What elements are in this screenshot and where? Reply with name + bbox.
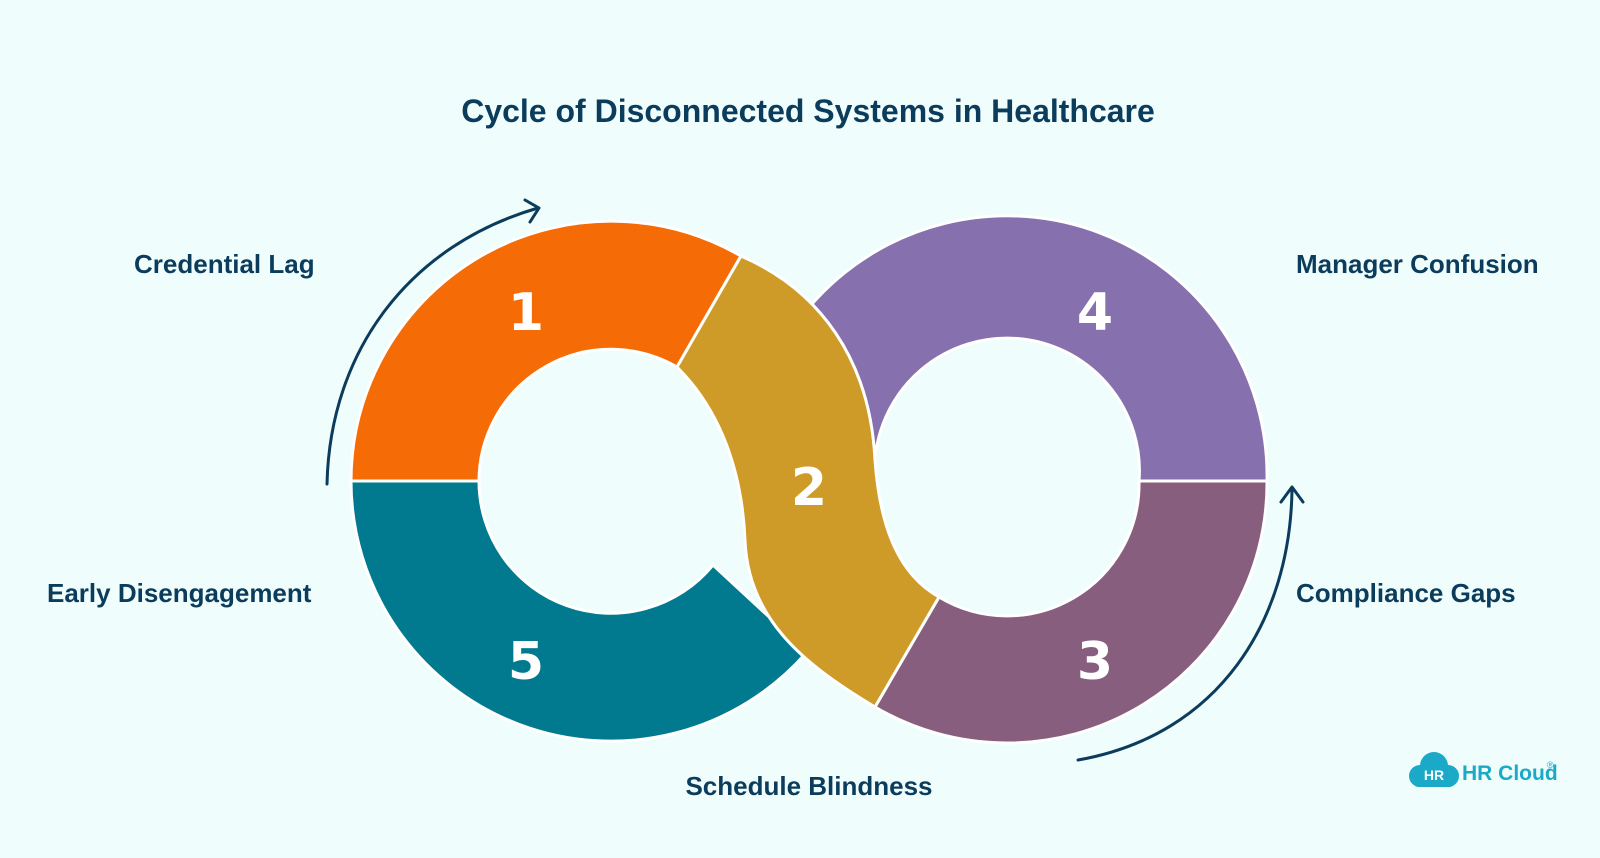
- logo-name: HR Cloud: [1462, 762, 1558, 785]
- step-number-2: 2: [791, 458, 827, 518]
- segment-2: [675, 254, 941, 709]
- segment-5: [349, 479, 809, 743]
- segment-4: [809, 214, 1269, 483]
- label-credential-lag: Credential Lag: [134, 249, 315, 279]
- cloud-icon: [1409, 752, 1459, 787]
- step-number-5: 5: [508, 632, 544, 692]
- logo-badge-text: HR: [1424, 767, 1444, 783]
- logo-registered-mark: ®: [1547, 760, 1554, 770]
- left-flow-arrow-icon: [325, 198, 541, 486]
- label-schedule-blindness: Schedule Blindness: [685, 771, 932, 801]
- label-manager-confusion: Manager Confusion: [1296, 249, 1539, 279]
- label-compliance-gaps: Compliance Gaps: [1296, 578, 1516, 608]
- diagram-title: Cycle of Disconnected Systems in Healthc…: [461, 93, 1155, 129]
- right-flow-arrow-icon: [1076, 485, 1305, 762]
- step-number-4: 4: [1077, 283, 1113, 343]
- segment-3: [873, 479, 1269, 745]
- step-number-3: 3: [1077, 632, 1113, 692]
- segment-1: [349, 219, 743, 483]
- hr-cloud-logo: HR HR Cloud ®: [1409, 752, 1558, 787]
- step-number-1: 1: [508, 283, 544, 343]
- label-early-disengagement: Early Disengagement: [47, 578, 312, 608]
